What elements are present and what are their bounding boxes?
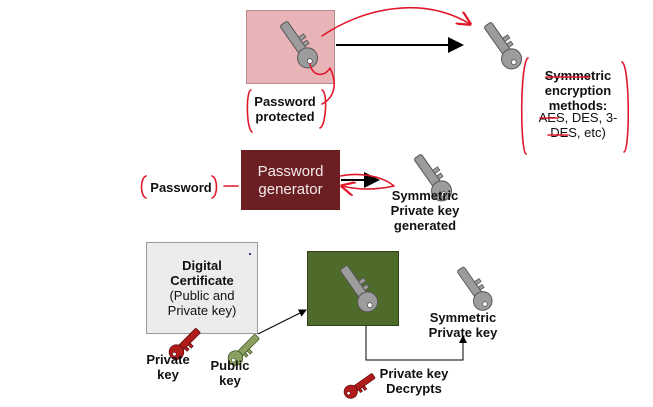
password-label: Password <box>150 180 212 195</box>
key-icon <box>457 266 493 311</box>
password-protected-box <box>246 10 335 84</box>
dot-marker <box>249 253 251 255</box>
symmetric-generated-label: Symmetric Private key generated <box>390 188 460 233</box>
key-icon <box>484 22 523 70</box>
key-icon <box>414 154 453 202</box>
symmetric-methods-detail: AES, DES, 3- DES, etc) <box>538 110 618 140</box>
green-key-icon <box>227 334 260 366</box>
private-key-decrypts-label: Private key Decrypts <box>379 366 449 396</box>
symmetric-methods-label: Symmetric encryption methods: <box>544 68 612 113</box>
annotation-bracket-right-top <box>319 89 327 129</box>
red-key-icon <box>343 373 376 399</box>
symmetric-private-key-label: Symmetric Private key <box>428 310 498 340</box>
password-generator-label: Password generator <box>257 163 324 198</box>
key-icon <box>340 265 379 313</box>
digital-certificate-detail: (Public and Private key) <box>167 288 237 318</box>
digital-certificate-box <box>146 242 258 334</box>
password-generator-box <box>241 150 340 210</box>
annotation-curve-top <box>321 6 470 37</box>
key-icon <box>280 21 319 69</box>
public-key-label: Public key <box>210 358 250 388</box>
annotation-arrow-middle <box>340 173 395 189</box>
private-key-label: Private key <box>146 352 190 382</box>
red-key-icon <box>168 328 201 360</box>
password-protected-label: Password protected <box>254 94 316 124</box>
digital-certificate-title: Digital Certificate <box>170 258 234 288</box>
